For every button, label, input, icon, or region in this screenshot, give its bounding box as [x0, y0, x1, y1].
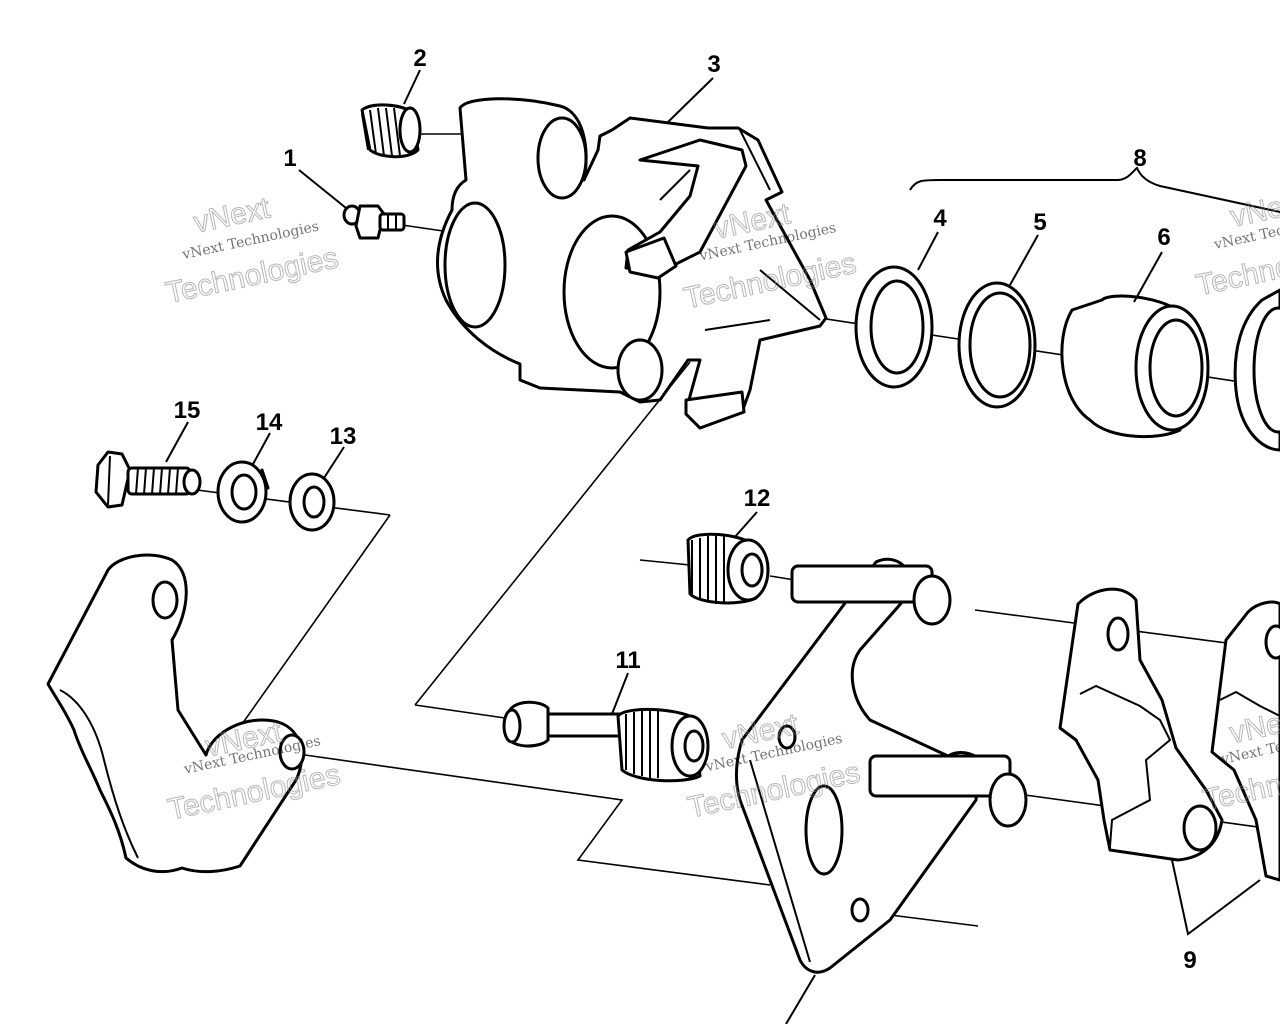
leader-lines [165, 69, 1261, 1024]
callout-2: 2 [413, 45, 426, 72]
lock-washer-part-14 [216, 460, 270, 524]
callout-12: 12 [744, 485, 771, 512]
brace-group-8 [909, 166, 1280, 213]
mounting-bracket [46, 553, 306, 874]
callout-13: 13 [330, 423, 357, 450]
piston-part-6 [1060, 294, 1210, 438]
flat-washer-part-13 [288, 472, 336, 532]
callout-4: 4 [933, 205, 947, 232]
watermark-group-1: vNext vNext Technologies Technologies [162, 191, 341, 311]
callout-11: 11 [615, 647, 640, 674]
callout-8: 8 [1133, 145, 1146, 172]
caliper-body-part-3 [435, 97, 828, 430]
piston-part-partial [1233, 288, 1280, 452]
callout-3: 3 [707, 51, 720, 78]
callout-9: 9 [1183, 947, 1196, 974]
callout-1: 1 [283, 145, 296, 172]
mounting-plate [734, 557, 1028, 974]
bushing-part-2 [360, 103, 422, 159]
brake-pad-part-9-b [1210, 600, 1280, 882]
callout-5: 5 [1033, 209, 1046, 236]
callout-6: 6 [1157, 224, 1170, 251]
pin-part-11 [502, 700, 710, 783]
seal-part-5 [957, 281, 1037, 409]
callout-14: 14 [256, 409, 283, 436]
callout-15: 15 [174, 397, 201, 424]
callout-labels: 2 1 3 8 4 5 6 15 14 13 12 11 9 [174, 45, 1197, 974]
bolt-part-15 [94, 450, 202, 509]
seal-part-4 [854, 265, 934, 389]
brake-pad-part-9-a [1058, 587, 1224, 862]
bleeder-valve-part-1 [342, 204, 406, 240]
sleeve-part-12 [686, 532, 770, 605]
